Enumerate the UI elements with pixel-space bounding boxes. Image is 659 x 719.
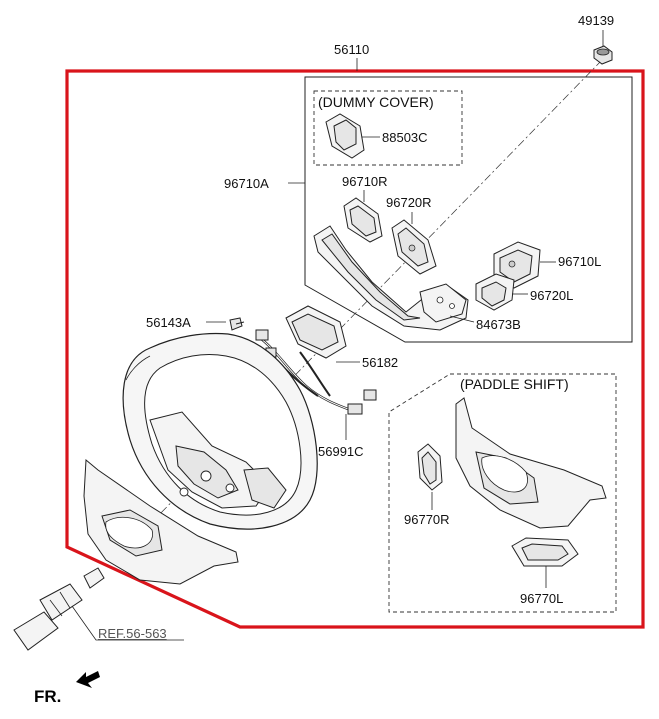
- label-56143A: 56143A: [146, 315, 191, 330]
- lower-cover: [83, 458, 239, 585]
- label-96720L: 96720L: [530, 288, 573, 303]
- label-56991C: 56991C: [318, 444, 364, 459]
- paddle-96770R: [417, 443, 443, 510]
- label-96770R: 96770R: [404, 512, 450, 527]
- steering-wheel: [122, 332, 318, 530]
- label-96770L: 96770L: [520, 591, 563, 606]
- dummy-cover-part: [325, 113, 380, 159]
- label-84673B: 84673B: [476, 317, 521, 332]
- label-96720R: 96720R: [386, 195, 432, 210]
- dummy-cover-box: [313, 90, 463, 166]
- ref-link[interactable]: REF.56-563: [98, 626, 167, 641]
- label-88503C: 88503C: [382, 130, 428, 145]
- front-arrow-icon: [76, 671, 100, 688]
- screw-56143A: [206, 317, 245, 331]
- label-paddle-shift: (PADDLE SHIFT): [460, 376, 569, 392]
- switch-96720R: [391, 212, 437, 275]
- wiring-harness-56991C: [255, 329, 377, 440]
- switch-96710R: [343, 190, 383, 243]
- leader-84673B: [449, 315, 475, 323]
- label-96710A: 96710A: [224, 176, 269, 191]
- label-96710L: 96710L: [558, 254, 601, 269]
- steering-column: [13, 567, 184, 651]
- nut-49139: [593, 30, 613, 65]
- label-56182: 56182: [362, 355, 398, 370]
- label-dummy-cover: (DUMMY COVER): [318, 94, 434, 110]
- paddle-shift-box: [388, 373, 617, 613]
- label-front: FR.: [34, 687, 61, 706]
- switch-96720L: [475, 273, 528, 311]
- label-49139: 49139: [578, 13, 614, 28]
- center-axis: [119, 59, 603, 556]
- label-56110: 56110: [334, 42, 369, 57]
- paddle-96770L: [511, 537, 579, 588]
- clock-spring-56182: [285, 305, 360, 363]
- assembly-frame: [65, 69, 645, 629]
- switch-bracket-96710A: [288, 182, 469, 331]
- switch-group-frame: [304, 76, 633, 343]
- label-96710R: 96710R: [342, 174, 388, 189]
- paddle-shift-cover: [455, 397, 607, 529]
